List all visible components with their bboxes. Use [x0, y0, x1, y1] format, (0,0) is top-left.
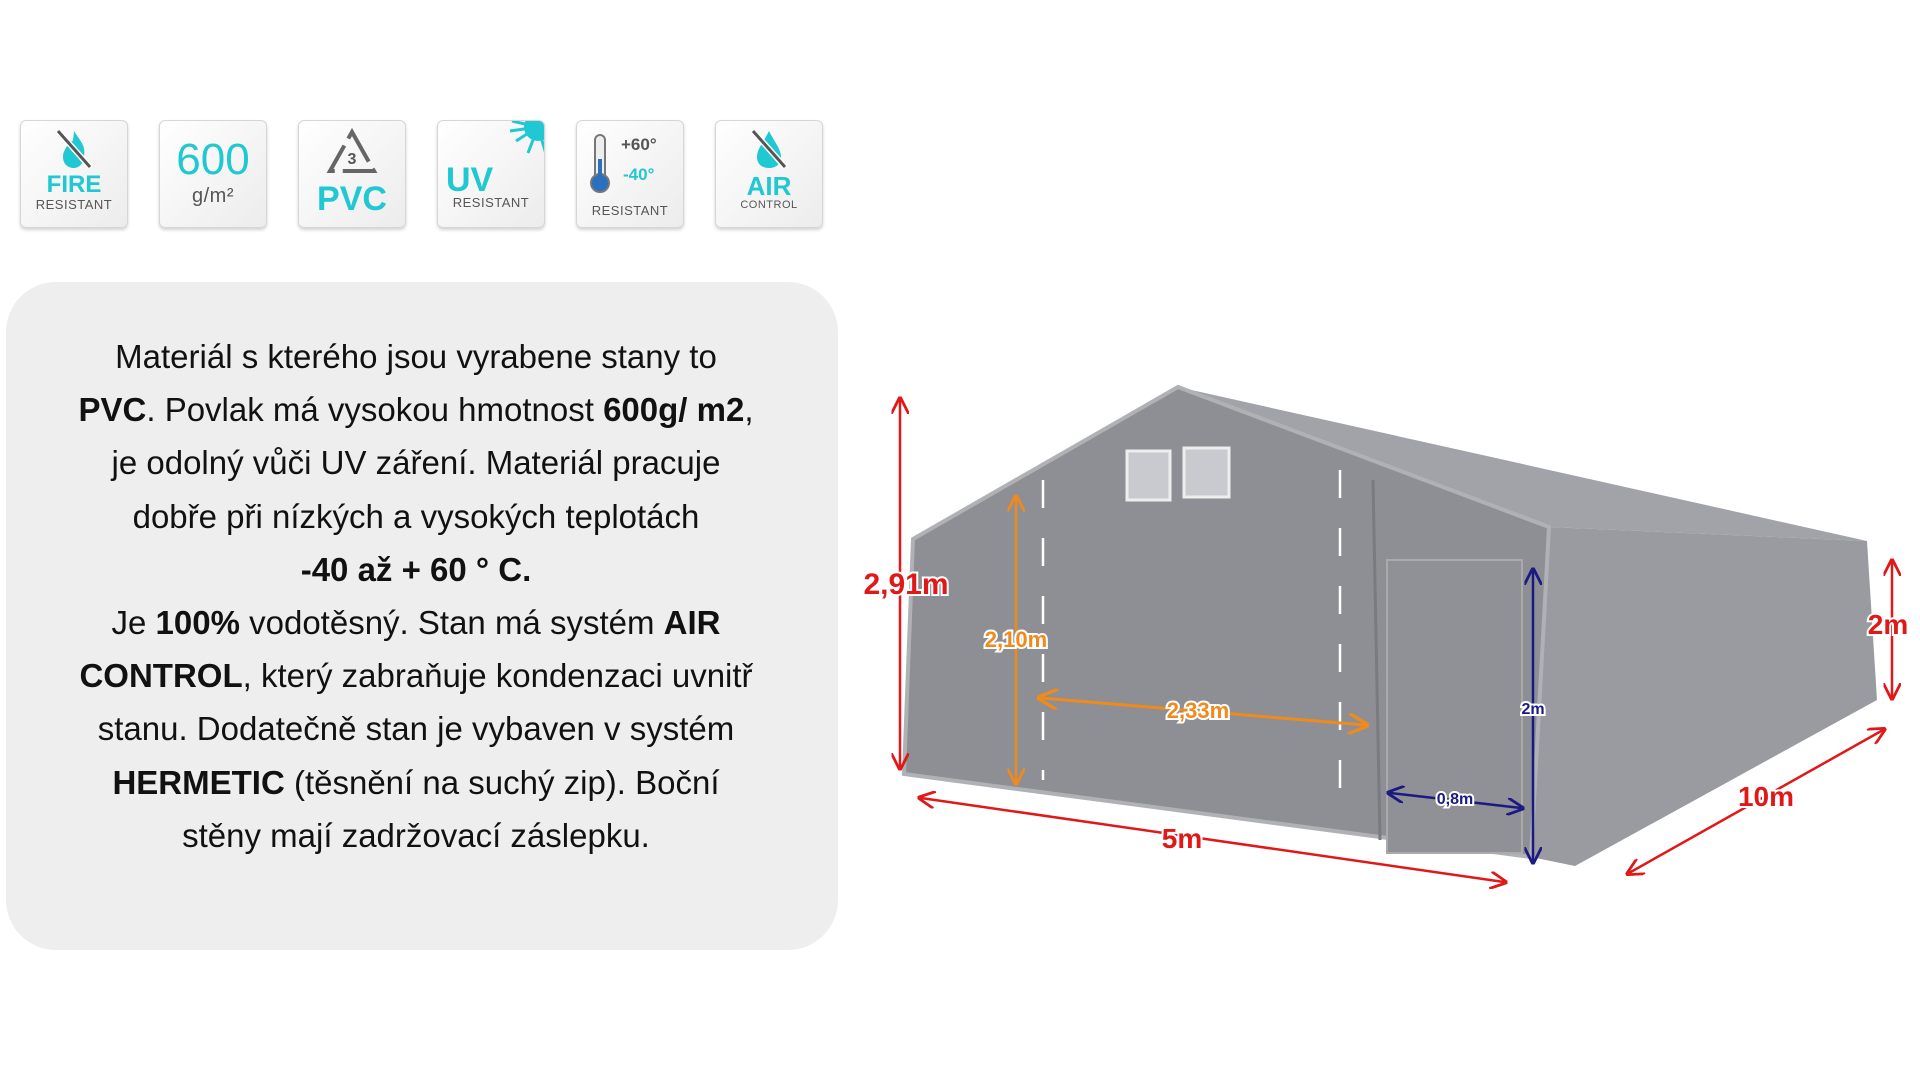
label-length: 10m — [1738, 781, 1794, 812]
badge-temperature-resistant: +60° -40° RESISTANT — [576, 120, 684, 228]
no-fire-icon — [55, 129, 93, 169]
badge-600gsm: 600 g/m² — [159, 120, 267, 228]
dimension-labels: 2,91m 2,10m 2,33m 2m 0,8m 5m 10m 2m — [861, 566, 1910, 856]
badge-pvc: 3 PVC — [298, 120, 406, 228]
badge-uv-resistant: UV RESISTANT — [437, 120, 545, 228]
thermometer-icon — [590, 134, 610, 193]
tent-side-wall — [1531, 527, 1877, 866]
label-width: 5m — [1162, 823, 1202, 854]
label-side-height: 2m — [1868, 609, 1908, 640]
description-panel: Materiál s kterého jsou vyrabene stany t… — [6, 282, 838, 950]
badge-air-control: AIR CONTROL — [715, 120, 823, 228]
tent-door — [1386, 559, 1523, 854]
arrow-width — [921, 798, 1504, 882]
label-gate-width: 2,33m — [1167, 698, 1229, 723]
sun-icon — [509, 121, 544, 154]
tent-window — [1182, 446, 1231, 499]
label-door-width: 0,8m — [1437, 791, 1473, 808]
arrow-gate-width — [1041, 698, 1365, 725]
label-total-height: 2,91m — [863, 568, 948, 601]
description-text: Materiál s kterého jsou vyrabene stany t… — [78, 338, 754, 854]
arrow-length — [1629, 730, 1883, 873]
tent-window — [1125, 449, 1172, 502]
label-gate-height: 2,10m — [985, 627, 1047, 652]
recycle-code: 3 — [348, 151, 357, 168]
label-door-height: 2m — [1521, 701, 1544, 718]
recycle-icon: 3 — [326, 127, 378, 173]
dimension-arrows — [900, 400, 1892, 882]
tent-roof — [1178, 387, 1867, 541]
badge-fire-resistant: FIRE RESISTANT — [20, 120, 128, 228]
tent-frame-line — [1371, 479, 1382, 841]
no-drop-icon — [750, 129, 788, 169]
